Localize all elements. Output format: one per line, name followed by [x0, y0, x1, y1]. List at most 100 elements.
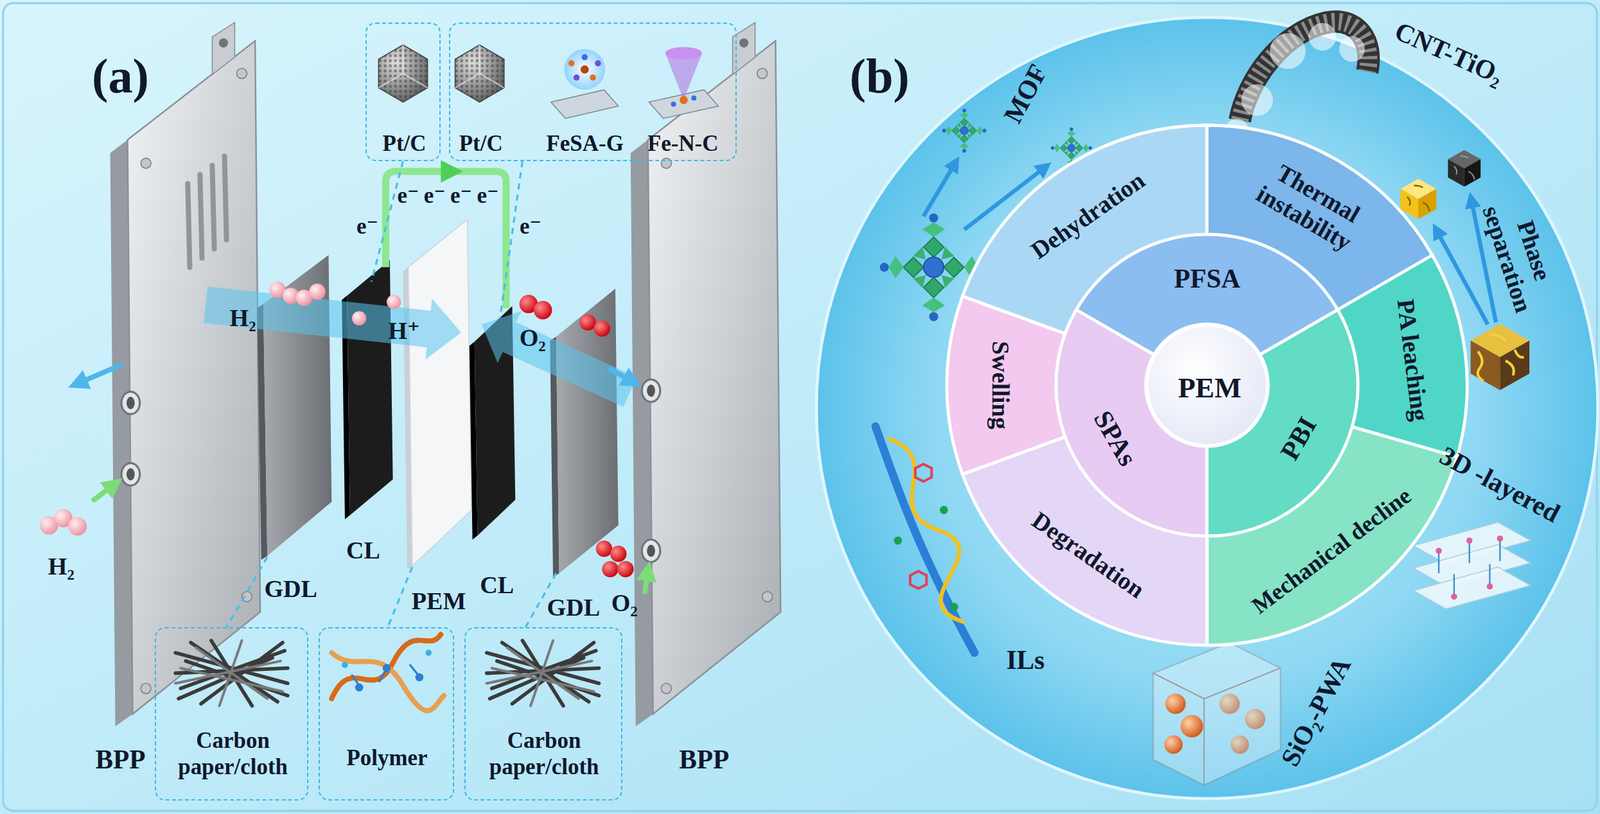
oxygen-molecule [617, 561, 634, 578]
polymer-chain [355, 684, 364, 693]
ring-segment-shape [1206, 427, 1457, 646]
layered-structure [1450, 594, 1458, 601]
polymer-chain [341, 662, 349, 669]
part-label: CL [479, 571, 514, 600]
gas-arrow [644, 571, 649, 593]
carbon-fibers [175, 641, 288, 707]
flow-field-slots [187, 183, 190, 268]
flow-field-slots [224, 156, 227, 240]
pt-c-particle [378, 44, 428, 103]
gas-port [121, 391, 141, 415]
part-label: BPP [95, 745, 146, 776]
ionic-liquid-helix [949, 603, 959, 612]
layered-structure [1435, 547, 1442, 555]
bipolar-plate [630, 22, 782, 727]
ionic-liquid-helix [910, 571, 927, 590]
ring-segment-shape [1337, 255, 1468, 458]
hydrogen-molecule [308, 283, 326, 300]
polymer-chain [425, 650, 432, 657]
electron-label: e⁻ [450, 183, 473, 209]
fesa-g-catalyst [568, 60, 575, 67]
oxygen-molecule [533, 301, 553, 320]
leader-line [499, 161, 523, 319]
fe-n-c-catalyst [648, 46, 719, 119]
hydrogen-molecule [351, 311, 367, 326]
phase-separated-cube [1470, 324, 1530, 391]
cnt-tio2 [1309, 23, 1336, 51]
layered-structure [1497, 535, 1504, 543]
catalyst-layer [341, 260, 393, 520]
gas-port [646, 544, 656, 557]
part-label: CL [346, 536, 381, 566]
callout-text: Carbon paper/cloth [166, 728, 300, 780]
oxygen-flow-band [469, 298, 642, 419]
oxygen-molecule [601, 561, 618, 578]
fe-n-c-catalyst [665, 46, 703, 60]
panel-letter: (b) [849, 48, 910, 105]
oxygen-molecule [596, 540, 613, 557]
layered-structure [1486, 583, 1494, 591]
polymer-chain [331, 634, 444, 712]
callout-box: Polymer [318, 627, 455, 801]
ring-segment-shape [962, 437, 1208, 647]
layered-structure [1413, 522, 1531, 610]
species-label: H₂ [48, 553, 75, 582]
panel-letter: (a) [91, 48, 150, 105]
callout-text: Polymer [346, 745, 428, 772]
sio2-pwa-particle [1230, 736, 1250, 755]
ionic-liquid-helix [939, 506, 949, 515]
ionic-liquid-helix [894, 536, 903, 546]
strategy-label: ILs [1006, 646, 1046, 677]
fe-n-c-catalyst [679, 95, 688, 105]
fesa-g-catalyst [551, 48, 619, 119]
polymer-chain [382, 664, 392, 673]
gas-arrow [93, 484, 115, 501]
gas-port [126, 396, 135, 410]
cnt-tio2 [1225, 21, 1369, 142]
ring-text: PFSA [1174, 264, 1241, 296]
gas-arrow [77, 365, 121, 385]
sio2-pwa-particle [1180, 715, 1204, 739]
phase-separated-cube [1499, 340, 1530, 390]
gas-diffusion-layer [549, 289, 618, 579]
ionic-liquid-helix [887, 438, 965, 623]
part-label: BPP [678, 745, 730, 776]
mof-cluster [942, 108, 987, 153]
callout-text: Pt/C [459, 131, 503, 157]
part-label: GDL [547, 594, 601, 623]
electron-label: e⁻ [476, 183, 499, 209]
species-label: O₂ [611, 590, 638, 619]
callout-box: Carbon paper/cloth [464, 627, 623, 801]
layered-structure [1413, 567, 1531, 609]
bipolar-plate [110, 22, 261, 727]
electron-label: e⁻ [519, 213, 542, 240]
strategy-label: MOF [997, 59, 1054, 128]
strategy-label: 3D -layered [1434, 440, 1566, 530]
cnt-tio2 [1270, 34, 1306, 69]
hydrogen-flow-band [202, 274, 465, 363]
oxygen-molecule [519, 294, 634, 578]
fe-n-c-catalyst [691, 95, 697, 101]
fesa-g-catalyst [581, 53, 589, 61]
electron-path [386, 160, 507, 309]
sio2-pwa-particle [1152, 668, 1281, 787]
porous-cube [1447, 150, 1481, 187]
fesa-g-catalyst [573, 74, 581, 81]
topic-circle [816, 17, 1599, 800]
polymer-chain [331, 653, 444, 712]
callout-text: Fe-N-C [647, 131, 719, 157]
callout-box: Carbon paper/cloth [154, 627, 308, 801]
callout-box: Pt/C [365, 22, 442, 162]
species-label: O₂ [519, 325, 546, 354]
phase-separated-cube [1477, 334, 1525, 381]
membrane-layer [403, 219, 472, 571]
oxygen-flow-band [469, 298, 642, 419]
hydrogen-molecule [39, 281, 401, 537]
strategy-label: CNT-TiO₂ [1389, 15, 1509, 91]
fesa-g-catalyst [551, 89, 619, 119]
callout-text: Pt/C [382, 131, 427, 157]
gas-port [641, 540, 661, 563]
cnt-tio2 [1239, 21, 1369, 121]
fe-n-c-catalyst [671, 101, 677, 107]
